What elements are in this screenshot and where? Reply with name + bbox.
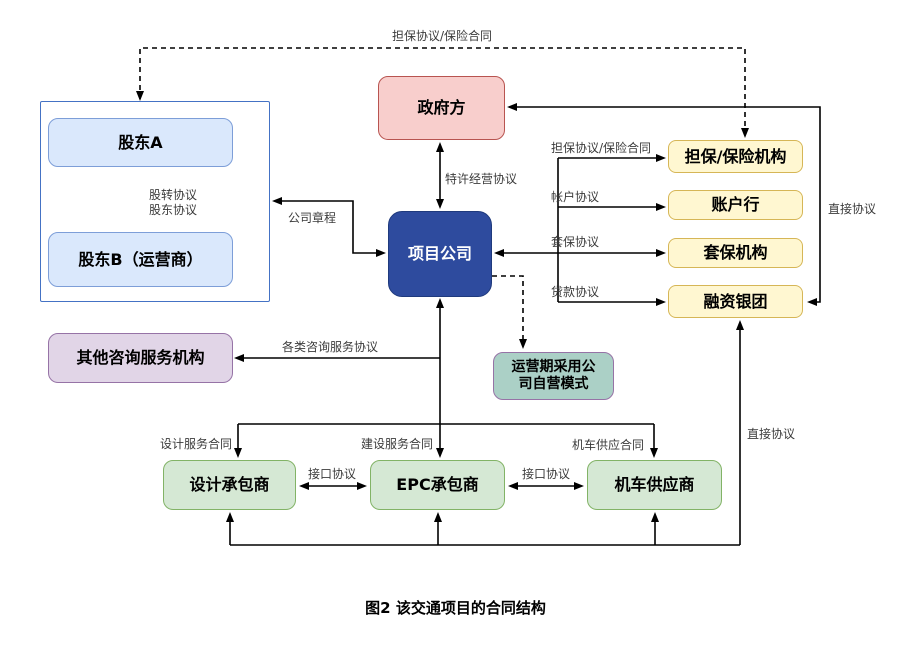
label-construction-service: 建设服务合同	[361, 437, 434, 451]
node-shareholder-b: 股东B（运营商）	[48, 232, 233, 287]
node-design-contractor: 设计承包商	[163, 460, 296, 510]
label-vehicle-supply: 机车供应合同	[572, 438, 645, 452]
node-financing-syndicate: 融资银团	[668, 285, 803, 318]
edge-company-charter	[275, 200, 383, 254]
node-self-operation-note: 运营期采用公 司自营模式	[493, 352, 614, 400]
node-other-consulting: 其他咨询服务机构	[48, 333, 233, 383]
label-hedge: 套保协议	[551, 235, 600, 249]
label-direct-upper: 直接协议	[828, 202, 877, 216]
label-interface-right: 接口协议	[522, 467, 571, 481]
label-company-charter: 公司章程	[288, 211, 337, 225]
node-hedging-org: 套保机构	[668, 238, 803, 268]
node-vehicle-supplier: 机车供应商	[587, 460, 722, 510]
label-account: 帐户协议	[551, 190, 600, 204]
edge-top-dashed	[139, 47, 746, 135]
node-government: 政府方	[378, 76, 505, 140]
label-concession: 特许经营协议	[445, 172, 518, 186]
label-guarantee-insurance-right: 担保协议/保险合同	[551, 141, 652, 155]
node-account-bank: 账户行	[668, 190, 803, 220]
label-direct-lower: 直接协议	[747, 427, 796, 441]
node-shareholder-a: 股东A	[48, 118, 233, 167]
label-interface-left: 接口协议	[308, 467, 357, 481]
label-shareholder-agreement: 股东协议	[149, 203, 198, 217]
figure-caption: 图2 该交通项目的合同结构	[365, 599, 546, 617]
node-guarantee-insurance-org: 担保/保险机构	[668, 140, 803, 173]
arrowheads	[135, 91, 817, 522]
label-loan: 贷款协议	[551, 285, 600, 299]
label-share-transfer: 股转协议	[149, 188, 198, 202]
edge-selfop-dashed	[492, 275, 524, 345]
label-design-service: 设计服务合同	[160, 437, 233, 451]
node-epc-contractor: EPC承包商	[370, 460, 505, 510]
node-project-company: 项目公司	[388, 211, 492, 297]
label-consulting-services: 各类咨询服务协议	[282, 340, 379, 354]
label-guarantee-insurance-top: 担保协议/保险合同	[392, 29, 493, 43]
